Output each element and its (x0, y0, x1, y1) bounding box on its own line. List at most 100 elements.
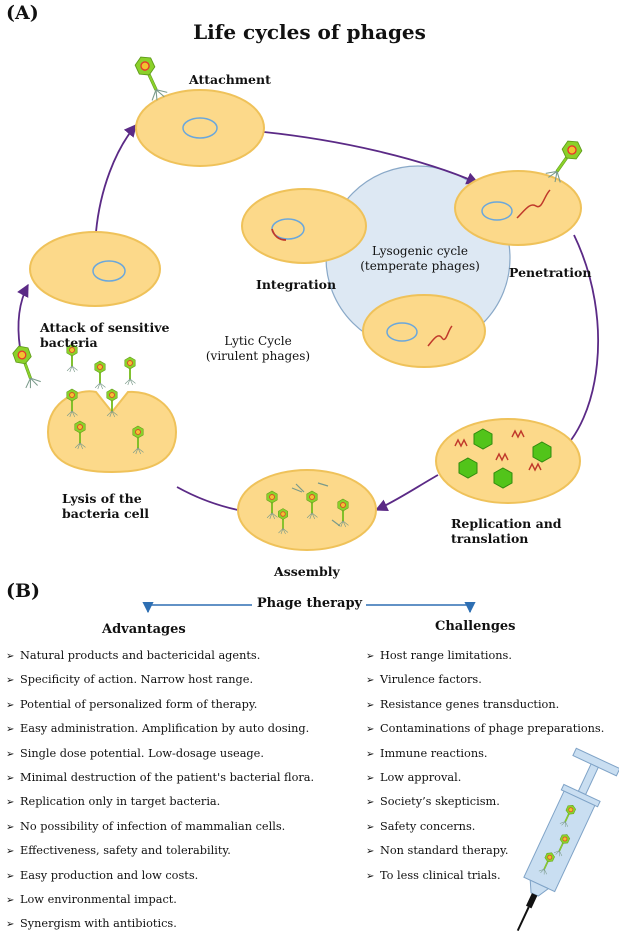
stage-attachment: Attachment (189, 72, 271, 87)
bullet-icon: ➢ (6, 651, 15, 662)
challenge-item-text: Contaminations of phage preparations. (380, 722, 605, 736)
advantage-item: ➢ Easy production and low costs. (6, 868, 314, 892)
replication-cell (435, 418, 581, 504)
advantage-item: ➢ No possibility of infection of mammalia… (6, 819, 314, 843)
challenge-item-text: Non standard therapy. (380, 844, 509, 858)
bullet-icon: ➢ (6, 846, 15, 858)
bullet-icon: ➢ (366, 651, 375, 662)
integration-cell (241, 188, 367, 264)
advantage-item-text: Minimal destruction of the patient's bac… (20, 770, 315, 784)
bullet-icon: ➢ (6, 919, 15, 931)
challenge-item: ➢ Safety concerns. (366, 819, 604, 843)
lytic-cycle-label: Lytic Cycle (virulent phages) (205, 334, 311, 363)
challenge-item-text: To less clinical trials. (380, 868, 501, 882)
attack-cell (29, 231, 161, 307)
advantage-item-text: No possibility of infection of mammalian… (20, 819, 286, 833)
challenge-item-text: Resistance genes transduction. (380, 697, 560, 711)
advantage-item: ➢ Synergism with antibiotics. (6, 916, 314, 940)
advantages-arrow (142, 601, 252, 614)
challenge-item: ➢ Non standard therapy. (366, 843, 604, 867)
challenge-item: ➢ Society’s skepticism. (366, 794, 604, 818)
challenges-arrow (366, 601, 476, 614)
advantage-item: ➢ Natural products and bactericidal agent… (6, 648, 314, 672)
bullet-icon: ➢ (366, 870, 375, 882)
phage-icon (10, 342, 43, 391)
challenge-item: ➢ Contaminations of phage preparations. (366, 721, 604, 745)
advantage-item-text: Potential of personalized form of therap… (20, 697, 258, 711)
bullet-icon: ➢ (366, 797, 375, 809)
arrow-penetration-to-replication (556, 234, 599, 456)
challenge-item: ➢ Virulence factors. (366, 672, 604, 696)
advantage-item: ➢ Specificity of action. Narrow host rang… (6, 672, 314, 696)
challenge-item-text: Society’s skepticism. (380, 795, 500, 809)
advantage-item-text: Natural products and bactericidal agents… (20, 649, 261, 662)
advantage-item: ➢ Low environmental impact. (6, 892, 314, 916)
challenge-item: ➢ Immune reactions. (366, 746, 604, 770)
phage-icon (132, 52, 170, 103)
arrow-replication-to-assembly (374, 474, 439, 512)
bullet-icon: ➢ (6, 797, 15, 809)
challenge-item-text: Virulence factors. (380, 673, 482, 687)
challenge-item-text: Low approval. (380, 770, 462, 784)
challenge-item: ➢ Low approval. (366, 770, 604, 794)
stage-penetration: Penetration (509, 265, 592, 280)
arrow-attack-to-attachment (95, 124, 137, 233)
bullet-icon: ➢ (366, 821, 375, 833)
advantage-item-text: Low environmental impact. (20, 892, 177, 906)
advantage-item-text: Specificity of action. Narrow host range… (20, 673, 254, 687)
arrow-assembly-to-lysis (176, 486, 239, 511)
assembly-cell (237, 469, 377, 551)
bullet-icon: ➢ (366, 846, 375, 858)
challenge-item-text: Immune reactions. (380, 746, 488, 760)
penetration-cell (454, 136, 586, 246)
challenge-item: ➢ Resistance genes transduction. (366, 697, 604, 721)
bullet-icon: ➢ (6, 748, 15, 760)
bullet-icon: ➢ (6, 821, 15, 833)
advantage-item: ➢ Potential of personalized form of thera… (6, 697, 314, 721)
lysogenic-cycle-label: Lysogenic cycle (temperate phages) (360, 244, 480, 273)
advantage-item-text: Effectiveness, safety and tolerability. (20, 844, 231, 858)
bullet-icon: ➢ (6, 699, 15, 711)
bullet-icon: ➢ (6, 675, 15, 687)
stage-attack: Attack of sensitive bacteria (40, 320, 170, 350)
advantage-item-text: Replication only in target bacteria. (20, 795, 221, 809)
bullet-icon: ➢ (366, 675, 375, 687)
advantage-item: ➢ Easy administration. Amplification by a… (6, 721, 314, 745)
advantage-item-text: Synergism with antibiotics. (20, 917, 177, 931)
syringe-icon (516, 747, 619, 932)
advantage-item: ➢ Single dose potential. Low-dosage useag… (6, 746, 314, 770)
diagram-title: Life cycles of phages (193, 20, 426, 44)
challenge-item: ➢ To less clinical trials. (366, 868, 604, 892)
attachment-cell (132, 52, 265, 167)
bullet-icon: ➢ (366, 772, 375, 784)
advantage-item-text: Easy production and low costs. (20, 868, 199, 882)
bullet-icon: ➢ (366, 724, 375, 736)
bullet-icon: ➢ (6, 870, 15, 882)
stage-lysis: Lysis of the bacteria cell (62, 491, 150, 521)
advantage-item: ➢ Replication only in target bacteria. (6, 794, 314, 818)
advantages-title: Advantages (102, 622, 186, 637)
panel-b-label: (B) (6, 580, 41, 602)
stage-integration: Integration (256, 277, 337, 292)
lysogenic-cell (362, 294, 486, 368)
advantages-list: ➢ Natural products and bactericidal agent… (6, 648, 314, 941)
bullet-icon: ➢ (366, 699, 375, 711)
advantage-item: ➢ Minimal destruction of the patient's ba… (6, 770, 314, 794)
arrow-attachment-to-penetration (263, 131, 480, 185)
advantage-item-text: Easy administration. Amplification by au… (20, 722, 310, 736)
panel-a-label: (A) (6, 2, 39, 24)
challenge-item: ➢ Host range limitations. (366, 648, 604, 672)
challenge-item-text: Host range limitations. (380, 649, 512, 662)
stage-replication: Replication and translation (451, 516, 562, 546)
challenge-item-text: Safety concerns. (380, 819, 476, 833)
bullet-icon: ➢ (6, 894, 15, 906)
challenges-title: Challenges (435, 619, 516, 634)
advantage-item: ➢ Effectiveness, safety and tolerability. (6, 843, 314, 867)
bullet-icon: ➢ (366, 748, 375, 760)
stage-assembly: Assembly (274, 564, 340, 579)
bullet-icon: ➢ (6, 724, 15, 736)
advantage-item-text: Single dose potential. Low-dosage useage… (20, 746, 264, 760)
phage-therapy-title: Phage therapy (256, 596, 363, 611)
bullet-icon: ➢ (6, 772, 15, 784)
